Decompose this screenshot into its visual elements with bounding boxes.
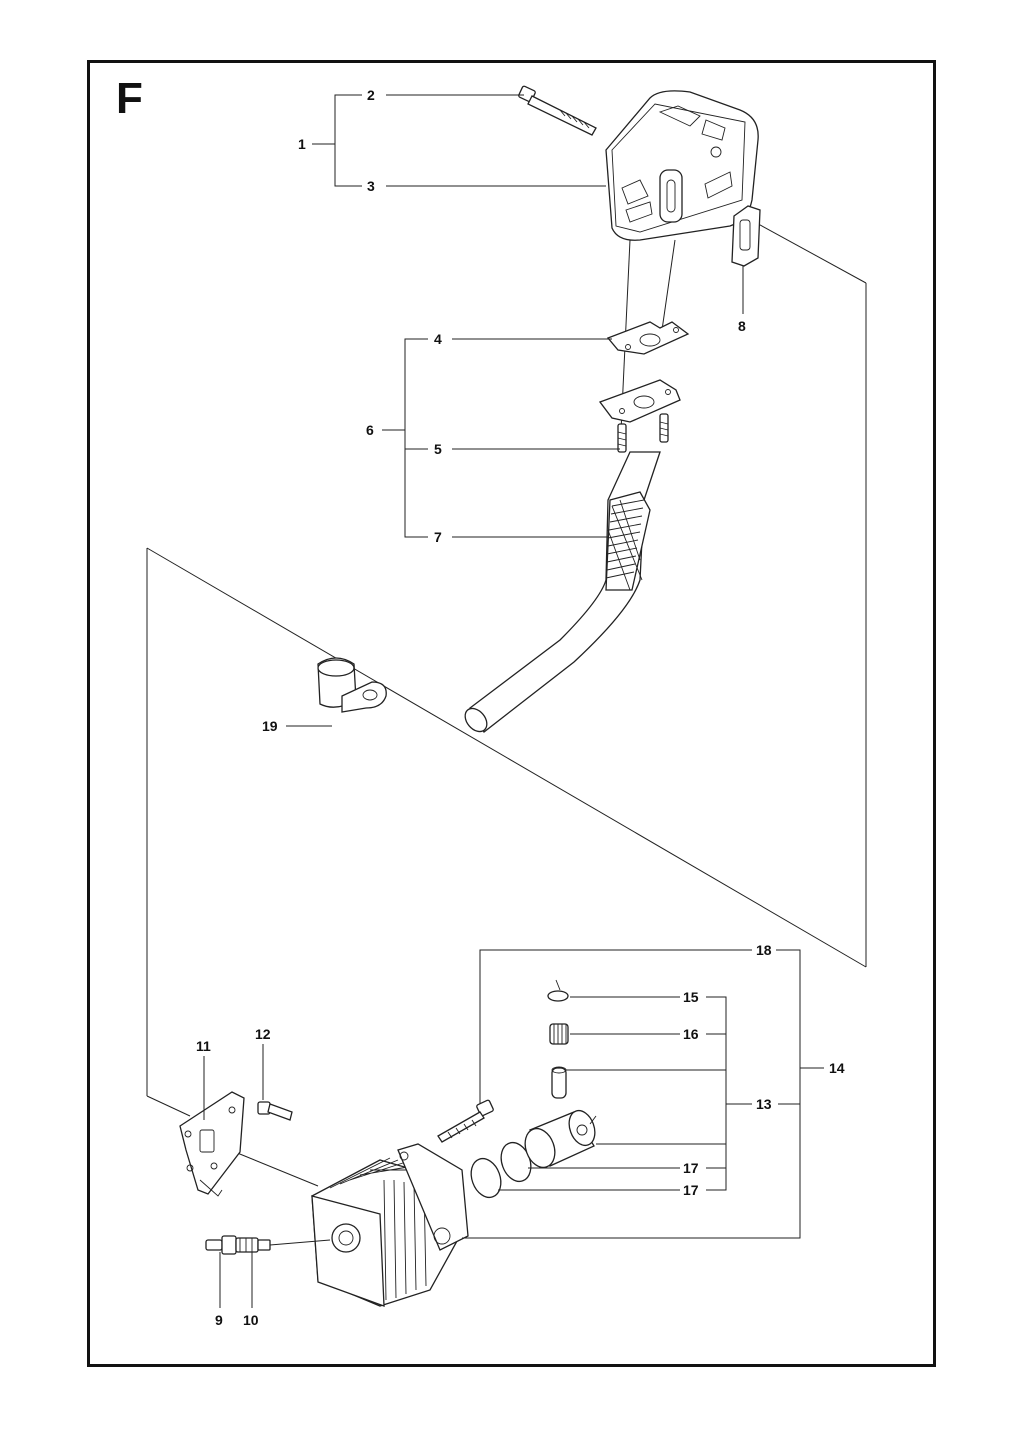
cylinder-bracket (179, 1091, 245, 1197)
long-bolt (437, 1099, 494, 1143)
callout-9: 9 (215, 1312, 223, 1328)
cylinder-part (311, 1143, 469, 1307)
spark-plug (205, 1235, 331, 1255)
callout-19: 19 (262, 718, 278, 734)
muffler-gasket (731, 205, 761, 267)
callout-16: 16 (683, 1026, 699, 1042)
muffler-plate-upper (606, 321, 690, 355)
piston-part (524, 1109, 597, 1169)
piston-pin (551, 1066, 567, 1099)
callout-14: 14 (829, 1060, 845, 1076)
callout-15: 15 (683, 989, 699, 1005)
callout-17a: 17 (683, 1160, 699, 1176)
callout-2: 2 (367, 87, 375, 103)
callout-5: 5 (434, 441, 442, 457)
callout-8: 8 (738, 318, 746, 334)
callout-1: 1 (298, 136, 306, 152)
callout-7: 7 (434, 529, 442, 545)
callout-11: 11 (196, 1038, 211, 1054)
diagram-frame (87, 60, 936, 1367)
exhaust-pipe (464, 451, 661, 733)
callout-labels: 1 2 3 4 5 6 7 8 9 10 11 12 13 14 15 16 1… (196, 87, 845, 1328)
needle-bearing (549, 1023, 569, 1045)
callout-4: 4 (434, 331, 442, 347)
callout-6: 6 (366, 422, 374, 438)
muffler-part (605, 90, 759, 241)
callout-3: 3 (367, 178, 375, 194)
muffler-plate-lower (598, 379, 681, 423)
callout-17b: 17 (683, 1182, 699, 1198)
muffler-bolt (518, 85, 597, 136)
cylinder-screw (257, 1101, 293, 1121)
callout-12: 12 (255, 1026, 271, 1042)
pipe-clamp (317, 657, 387, 713)
screws-part (617, 413, 669, 453)
section-letter: F (116, 74, 143, 123)
circlip (547, 979, 569, 1002)
callout-13: 13 (756, 1096, 772, 1112)
callout-10: 10 (243, 1312, 259, 1328)
callout-18: 18 (756, 942, 772, 958)
leader-lines (203, 94, 824, 1308)
